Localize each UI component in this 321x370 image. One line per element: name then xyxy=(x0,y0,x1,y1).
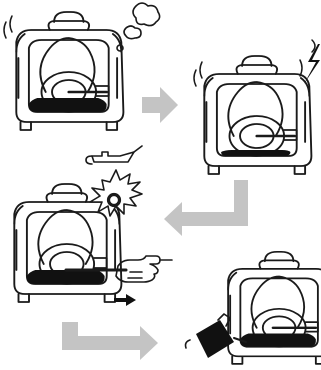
jolt-icon xyxy=(304,44,320,84)
panel-3 xyxy=(13,145,173,306)
exhaust-smoke-icon xyxy=(116,2,161,52)
engine-icon xyxy=(203,55,313,175)
warning-burst-icon xyxy=(89,169,143,217)
hand-icon xyxy=(115,255,173,283)
panel-2 xyxy=(193,39,320,175)
arrow-down-right xyxy=(62,322,158,360)
vibration-icon xyxy=(193,59,303,87)
panel-4 xyxy=(184,250,321,365)
vibration-icon xyxy=(3,15,13,39)
engine-icon xyxy=(227,250,321,365)
arrow-right xyxy=(142,87,178,123)
pull-direction-arrow xyxy=(114,294,136,306)
panel-1 xyxy=(3,2,161,131)
engine-icon xyxy=(15,11,125,131)
arrow-down-left xyxy=(164,180,248,236)
oil-can-icon xyxy=(85,145,143,165)
oil-jug-icon xyxy=(184,313,247,358)
